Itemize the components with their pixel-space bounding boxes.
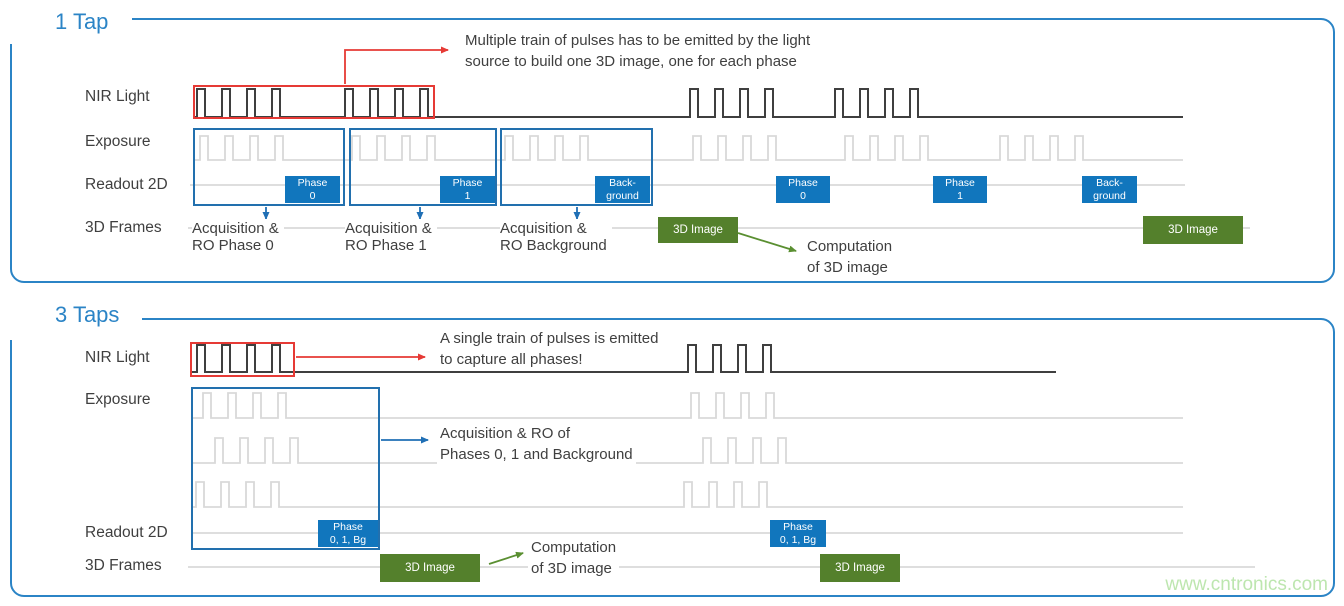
annotation-single-train: A single train of pulses is emitted to c… (437, 328, 662, 370)
green-annotation-arrow (737, 232, 797, 253)
acquisition-block-background (500, 128, 653, 206)
frame-label-line: RO Background (500, 237, 607, 254)
annotation-computation: Computation of 3D image (528, 537, 620, 579)
frame-label-line: Acquisition & (500, 220, 587, 237)
annotation-line: Computation (807, 238, 893, 255)
row-label-nir-light: NIR Light (85, 349, 150, 366)
annotation-line: Multiple train of pulses has to be emitt… (465, 32, 811, 49)
frame-label-line: Acquisition & (192, 220, 279, 237)
row-label-3d-frames: 3D Frames (85, 219, 162, 236)
badge-line: Back- (609, 177, 636, 189)
section-3taps-title: 3 Taps (0, 290, 142, 340)
readout-badge-phase0: Phase 0 (776, 176, 830, 203)
frame-label-acquisition-phase0: Acquisition & RO Phase 0 (192, 219, 284, 255)
row-label-exposure: Exposure (85, 133, 151, 150)
annotation-line: to capture all phases! (440, 351, 583, 368)
section-1tap-panel (10, 18, 1335, 283)
green-annotation-arrow (488, 551, 524, 565)
annotation-line: Computation (531, 539, 617, 556)
acquisition-block-phase0 (193, 128, 345, 206)
section-3taps-panel (10, 318, 1335, 597)
waveform-exposure-s1 (193, 135, 1183, 161)
waveform-exposure-tap0-s2 (191, 392, 1183, 419)
red-annotation-arrow (344, 46, 449, 84)
annotation-computation: Computation of 3D image (804, 236, 896, 278)
acquisition-block-all-phases (191, 387, 380, 550)
badge-line: Phase (788, 177, 818, 189)
annotation-line: of 3D image (807, 259, 888, 276)
3d-image-badge: 3D Image (820, 554, 900, 582)
annotation-line: A single train of pulses is emitted (440, 330, 659, 347)
readout-badge-background: Back- ground (1082, 176, 1137, 203)
section-1tap-title: 1 Tap (0, 0, 132, 44)
frame-label-acquisition-background: Acquisition & RO Background (500, 219, 612, 255)
row-label-nir-light: NIR Light (85, 88, 150, 105)
badge-line: 0, 1, Bg (329, 533, 367, 546)
3d-image-badge: 3D Image (1143, 216, 1243, 244)
annotation-line: Acquisition & RO of (440, 425, 571, 442)
badge-line: Back- (1096, 177, 1123, 189)
row-label-readout-2d: Readout 2D (85, 176, 168, 193)
readout-badge-phase0: Phase 0 (285, 176, 340, 203)
readout-badge-all-phases: Phase 0, 1, Bg (318, 520, 378, 547)
badge-line: Phase (333, 521, 363, 533)
annotation-line: of 3D image (531, 560, 612, 577)
row-label-exposure: Exposure (85, 391, 151, 408)
frame-label-acquisition-phase1: Acquisition & RO Phase 1 (345, 219, 437, 255)
badge-line: Phase (783, 521, 813, 533)
readout-badge-phase1: Phase 1 (440, 176, 495, 203)
badge-line: ground (1093, 189, 1126, 202)
badge-line: 1 (957, 189, 963, 202)
readout-badge-all-phases: Phase 0, 1, Bg (770, 520, 826, 547)
3d-image-badge: 3D Image (380, 554, 480, 582)
acquisition-block-phase1 (349, 128, 497, 206)
row-label-3d-frames: 3D Frames (85, 557, 162, 574)
frame-label-line: Acquisition & (345, 220, 432, 237)
badge-line: 0 (309, 189, 316, 202)
frame-label-line: RO Phase 1 (345, 237, 427, 254)
annotation-line: source to build one 3D image, one for ea… (465, 53, 797, 70)
pulse-train-highlight-box (190, 342, 295, 377)
3d-image-badge: 3D Image (658, 217, 738, 243)
badge-line: Phase (452, 177, 483, 189)
watermark-text: www.cntronics.com (1165, 574, 1328, 595)
waveform-exposure-tap2-s2 (191, 481, 1183, 508)
badge-line: ground (606, 189, 639, 202)
annotation-line: Phases 0, 1 and Background (440, 446, 633, 463)
badge-line: 0, 1, Bg (779, 533, 817, 546)
annotation-acquisition-ro: Acquisition & RO of Phases 0, 1 and Back… (437, 423, 636, 465)
pulse-train-highlight-box (193, 85, 435, 119)
waveform-nir-light-s2 (190, 344, 1056, 373)
badge-line: 1 (464, 189, 471, 202)
readout-badge-phase1: Phase 1 (933, 176, 987, 203)
badge-line: Phase (945, 177, 975, 189)
readout-badge-background: Back- ground (595, 176, 650, 203)
badge-line: Phase (297, 177, 328, 189)
row-label-readout-2d: Readout 2D (85, 524, 168, 541)
frame-label-line: RO Phase 0 (192, 237, 274, 254)
annotation-multiple-trains: Multiple train of pulses has to be emitt… (462, 30, 814, 72)
waveform-nir-light-s1 (193, 88, 1183, 118)
badge-line: 0 (800, 189, 806, 202)
